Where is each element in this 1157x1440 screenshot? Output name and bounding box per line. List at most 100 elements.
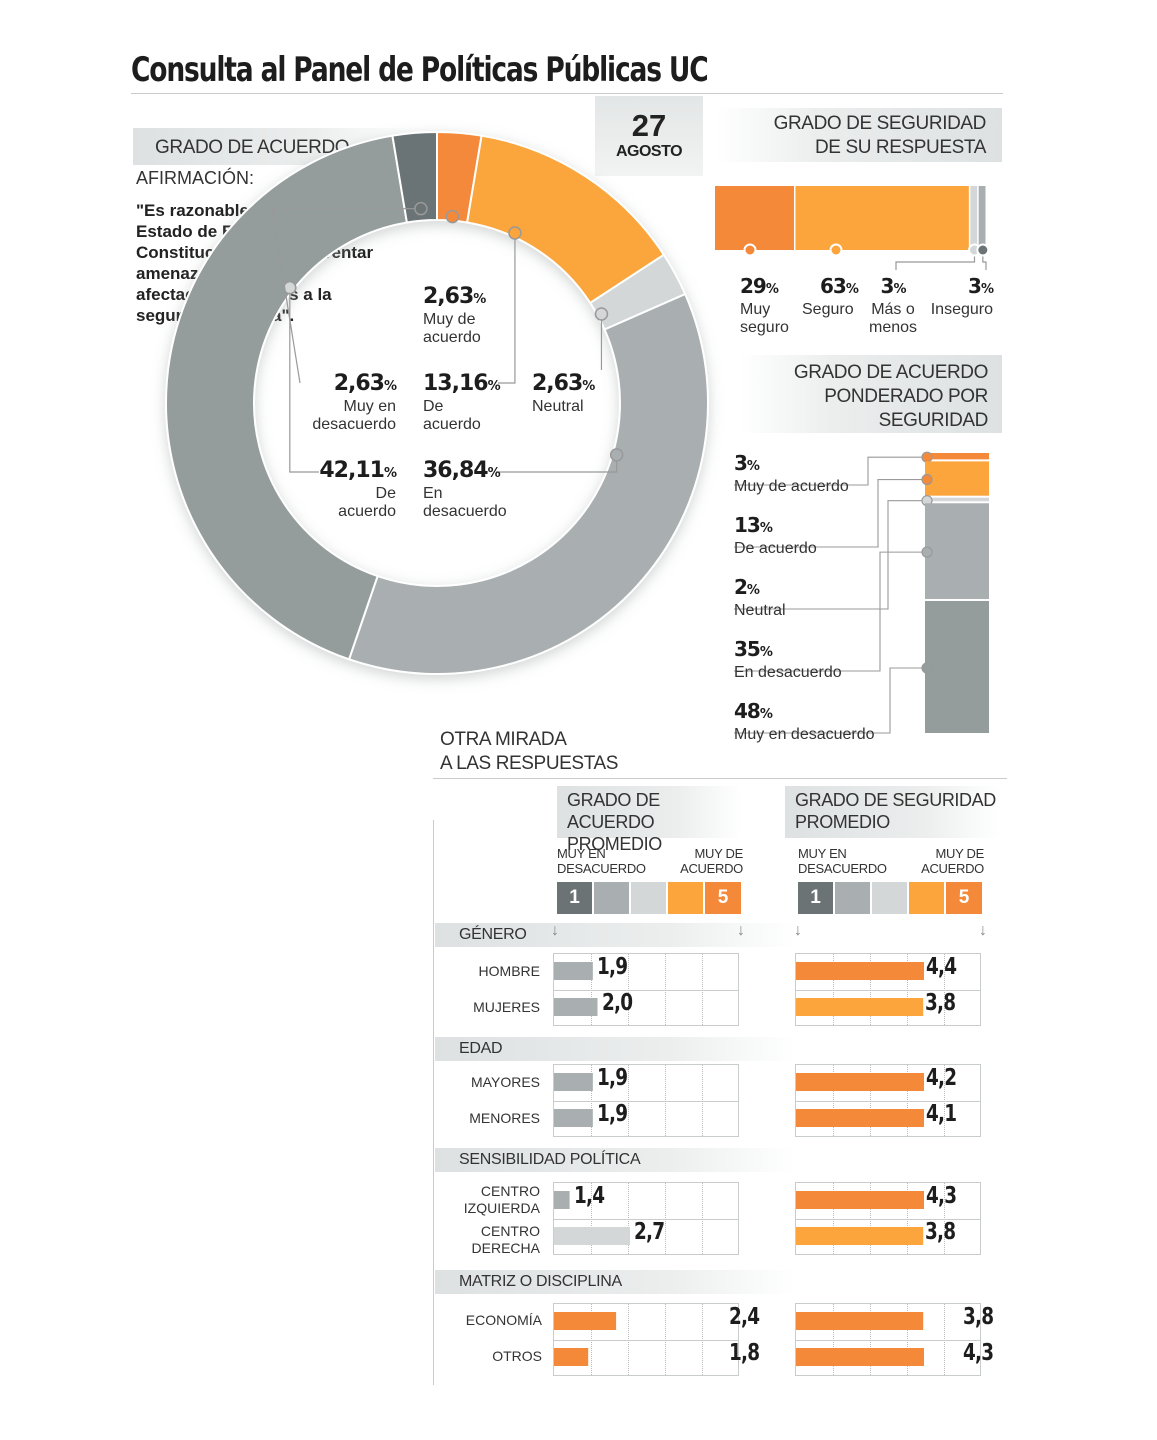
group-header-2: SENSIBILIDAD POLÍTICA xyxy=(435,1148,795,1172)
arrow-down-icon: ↓ xyxy=(794,922,802,939)
security-header-line2: DE SU RESPUESTA xyxy=(814,137,986,158)
weighted-marker-0 xyxy=(921,451,933,463)
group-header-0: GÉNERO xyxy=(435,923,795,947)
page-title: Consulta al Panel de Políticas Públicas … xyxy=(131,50,709,90)
donut-slice-5 xyxy=(391,130,438,224)
date-month: AGOSTO xyxy=(615,143,683,160)
agreement-bar xyxy=(554,1191,570,1209)
donut-value-1: 13,16 xyxy=(423,371,489,396)
bar-value: 4,4 xyxy=(926,954,957,980)
weighted-segment-0 xyxy=(925,453,989,460)
donut-label-muy-en-desacuerdo: 2,63% Muy en desacuerdo xyxy=(312,371,397,434)
row-label-mayores: MAYORES xyxy=(471,1074,540,1090)
sec-label-muy-seguro: 29% Muy seguro xyxy=(740,274,789,336)
security-leader-2 xyxy=(895,250,976,270)
security-bar xyxy=(796,1312,924,1330)
agreement-bar xyxy=(554,1073,593,1091)
donut-label-muy-de-acuerdo: 2,63% Muy de acuerdo xyxy=(423,284,486,347)
weighted-leader-1 xyxy=(734,478,925,548)
agreement-bar xyxy=(554,962,593,980)
date-box: 27 AGOSTO xyxy=(595,96,703,176)
security-bar xyxy=(796,962,924,980)
bar-value: 1,9 xyxy=(596,954,628,980)
security-bar xyxy=(796,998,924,1016)
donut-marker-1 xyxy=(508,226,522,240)
agreement-bar xyxy=(554,1348,589,1366)
sec-label-seguro: 63% Seguro xyxy=(802,274,859,318)
donut-value-4: 42,11 xyxy=(319,458,385,483)
donut-marker-0 xyxy=(445,209,460,224)
bar-value: 2,7 xyxy=(634,1219,665,1245)
security-header-box: GRADO DE SEGURIDAD DE SU RESPUESTA xyxy=(716,108,1002,162)
weighted-header-line2: PONDERADO POR xyxy=(824,386,988,407)
donut-value-3: 36,84 xyxy=(423,458,489,483)
donut-marker-4 xyxy=(283,280,297,295)
avg-security-header-box: GRADO DE SEGURIDAD PROMEDIO xyxy=(785,786,1000,838)
row-label-economia: ECONOMÍA xyxy=(465,1312,542,1328)
bar-value: 4,3 xyxy=(926,1183,957,1209)
weighted-segment-3 xyxy=(925,503,989,599)
bar-value: 3,8 xyxy=(963,1304,994,1330)
bar-value: 2,4 xyxy=(729,1304,760,1330)
bar-value: 1,8 xyxy=(729,1340,760,1366)
avg-security-header-line2: PROMEDIO xyxy=(795,812,890,832)
row-label-mujeres: MUJERES xyxy=(473,999,540,1015)
security-segment-1 xyxy=(795,186,969,250)
group-header-1: EDAD xyxy=(435,1037,795,1061)
weighted-label-2: 2% Neutral xyxy=(734,575,786,619)
security-header-line1: GRADO DE SEGURIDAD xyxy=(773,113,987,134)
weighted-header-line1: GRADO DE ACUERDO xyxy=(793,362,989,383)
donut-leader-5 xyxy=(271,208,421,384)
security-marker-0 xyxy=(743,243,757,257)
agreement-bar xyxy=(554,1312,617,1330)
title-divider xyxy=(131,93,1003,94)
donut-leader-3 xyxy=(496,454,618,473)
weighted-segment-2 xyxy=(925,497,989,502)
row-label-menores: MENORES xyxy=(469,1110,540,1126)
weighted-header-line3: SEGURIDAD xyxy=(878,410,989,431)
other-look-line2: A LAS RESPUESTAS xyxy=(440,753,619,774)
security-segment-0 xyxy=(715,186,794,250)
donut-leader-4 xyxy=(289,287,319,473)
arrow-down-icon: ↓ xyxy=(551,922,559,939)
bar-value: 4,2 xyxy=(926,1065,957,1091)
security-bar xyxy=(796,1109,924,1127)
avg-agreement-header-line1: GRADO DE ACUERDO xyxy=(567,790,660,832)
security-marker-1 xyxy=(829,243,843,257)
bar-value: 1,9 xyxy=(596,1065,628,1091)
agreement-donut-chart xyxy=(165,130,709,675)
donut-label-de-acuerdo-2: 42,11% De acuerdo xyxy=(319,458,397,521)
weighted-label-1: 13% De acuerdo xyxy=(734,513,817,557)
other-look-left-rule xyxy=(433,820,434,1385)
statement-label: AFIRMACIÓN: xyxy=(136,168,255,188)
bar-value: 4,3 xyxy=(963,1340,994,1366)
weighted-label-0: 3% Muy de acuerdo xyxy=(734,451,849,495)
bar-value: 1,4 xyxy=(573,1183,605,1209)
weighted-marker-3 xyxy=(921,546,933,558)
donut-label-de-acuerdo-1: 13,16% De acuerdo xyxy=(423,371,501,434)
weighted-header-box: GRADO DE ACUERDO PONDERADO POR SEGURIDAD xyxy=(740,355,1002,433)
weighted-label-3: 35% En desacuerdo xyxy=(734,637,842,681)
weighted-leader-3 xyxy=(734,551,925,672)
group-header-3: MATRIZ O DISCIPLINA xyxy=(435,1270,795,1294)
donut-label-en-desacuerdo: 36,84% En desacuerdo xyxy=(423,458,507,521)
weighted-leader-2 xyxy=(734,500,925,610)
security-bar xyxy=(796,1348,924,1366)
donut-value-0: 2,63 xyxy=(423,284,474,309)
agreement-bar xyxy=(554,998,598,1016)
weighted-marker-1 xyxy=(921,473,933,486)
date-day: 27 xyxy=(631,108,667,143)
arrow-down-icon: ↓ xyxy=(737,922,745,939)
security-segment-3 xyxy=(978,186,986,250)
security-segment-2 xyxy=(970,186,978,250)
weighted-segment-4 xyxy=(925,600,989,733)
sec-label-mas-o-menos: 3% Más o menos xyxy=(868,274,918,336)
donut-leader-1 xyxy=(498,233,516,384)
agreement-bar xyxy=(554,1109,593,1127)
security-bar xyxy=(796,1227,924,1245)
avg-agreement-header-box: GRADO DE ACUERDO PROMEDIO xyxy=(557,786,742,854)
donut-marker-2 xyxy=(594,307,609,321)
donut-slice-4 xyxy=(165,134,409,661)
